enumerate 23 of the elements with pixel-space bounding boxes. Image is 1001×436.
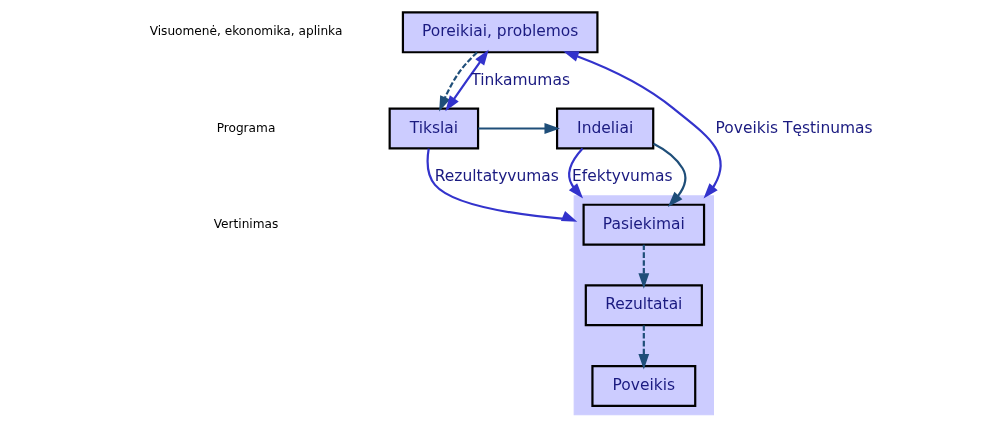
- edge-label: Efektyvumas: [571, 166, 673, 185]
- node-box: Poreikiai, problemos: [401, 11, 599, 54]
- node-box: Tikslai: [388, 107, 479, 150]
- label: Vertinimas: [213, 216, 278, 231]
- edge-label: Rezultatyvumas: [434, 166, 559, 185]
- edge-label: Poveikis Tęstinumas: [715, 118, 873, 137]
- arrow: [444, 49, 489, 112]
- arrow: [426, 148, 577, 222]
- arrow: [477, 123, 560, 134]
- cluster: [573, 195, 714, 416]
- node-box: Pasiekimai: [582, 203, 705, 246]
- node-box: Poveikis: [590, 364, 696, 407]
- arrow: [567, 147, 583, 199]
- label: Programa: [216, 120, 275, 135]
- edge-label: Tinkamumas: [470, 70, 570, 89]
- label: Visuomenė, ekonomika, aplinka: [149, 24, 342, 39]
- arrow: [637, 244, 649, 289]
- arrow: [562, 51, 722, 199]
- node-box: Indeliai: [555, 107, 654, 150]
- arrow: [438, 51, 478, 112]
- node-box: Rezultatai: [584, 284, 703, 327]
- arrow: [652, 142, 686, 207]
- arrow: [637, 325, 649, 370]
